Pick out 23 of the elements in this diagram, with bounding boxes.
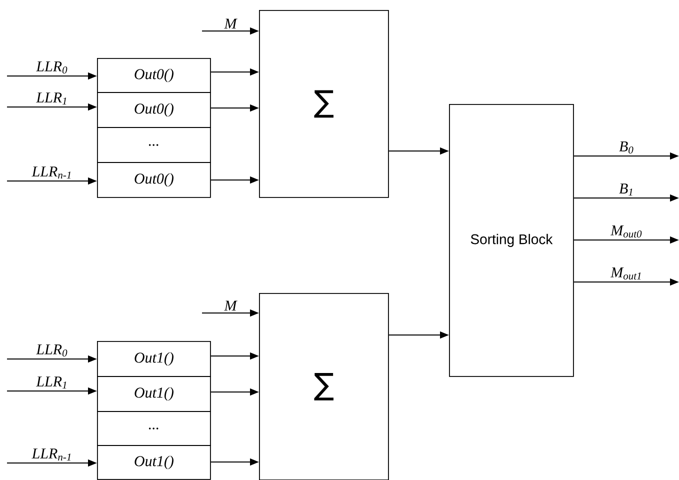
- edge-label: LLR$_{0}$: [36, 344, 68, 357]
- edge-label: M: [224, 18, 238, 29]
- function-cell: Out1(): [97, 341, 211, 377]
- summation-box: ∑: [259, 293, 389, 480]
- sorting-block: Sorting Block: [449, 104, 574, 377]
- edge-label: M$_{out1}$: [610, 267, 641, 280]
- edge-label: LLR$_{0}$: [36, 61, 68, 74]
- edge-label: M$_{out0}$: [610, 225, 642, 238]
- edge-label: LLR$_{1}$: [36, 92, 66, 105]
- function-cell: Out1(): [97, 445, 211, 480]
- function-cell: Out0(): [97, 92, 211, 128]
- edge-label: LLR$_{n-1}$: [32, 448, 71, 461]
- function-cell: Out0(): [97, 162, 211, 198]
- function-cell: ...: [97, 411, 211, 446]
- edge-label: B$_{1}$: [619, 184, 632, 196]
- edge-label: B$_{0}$: [619, 141, 634, 154]
- function-cell: ...: [97, 127, 211, 163]
- edge-label: M: [224, 300, 238, 311]
- summation-box: ∑: [259, 10, 389, 198]
- function-cell: Out0(): [97, 58, 211, 93]
- edge-label: LLR$_{1}$: [36, 376, 66, 389]
- function-cell: Out1(): [97, 376, 211, 412]
- edge-label: LLR$_{n-1}$: [32, 166, 71, 179]
